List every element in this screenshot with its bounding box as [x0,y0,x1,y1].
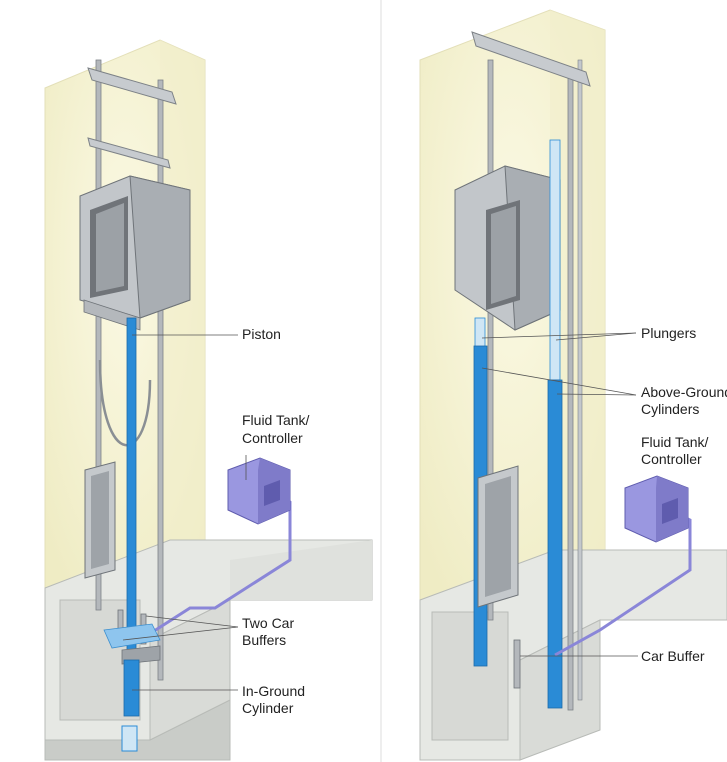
label-two-car-buffers-line2: Buffers [242,632,287,648]
label-in-ground-cylinder-line1: In-Ground [242,683,306,699]
label-car-buffer: Car Buffer [641,648,705,664]
right-counterweight [477,465,519,608]
left-car-buffers [103,609,161,665]
label-right-fluid-tank-line1: Fluid Tank/ [641,434,709,450]
left-guide-rails [95,59,164,681]
label-piston: Piston [242,326,281,342]
right-callout-lines [481,332,638,657]
left-counterweight [84,461,116,579]
left-in-ground-cylinder [121,659,140,752]
left-crosshead [87,67,177,169]
left-callout-lines [122,334,247,691]
label-right-fluid-tank-line2: Controller [641,451,702,467]
label-in-ground-cylinder-line2: Cylinder [242,700,294,716]
left-elevator-car [79,175,191,331]
label-above-ground-cylinders-line1: Above-Ground [641,384,727,400]
right-hydraulic-elevator [419,9,727,761]
label-left-fluid-tank-line2: Controller [242,430,303,446]
left-hydraulic-elevator [44,39,373,761]
label-two-car-buffers-line1: Two Car [242,615,295,631]
label-above-ground-cylinders-line2: Cylinders [641,401,700,417]
label-left-fluid-tank-line1: Fluid Tank/ [242,412,310,428]
right-fluid-tank [624,475,689,543]
label-plungers: Plungers [641,325,697,341]
left-travel-cable [98,359,152,447]
right-crosshead [471,31,591,87]
left-fluid-tank [227,457,291,525]
right-car-buffer [513,639,521,689]
